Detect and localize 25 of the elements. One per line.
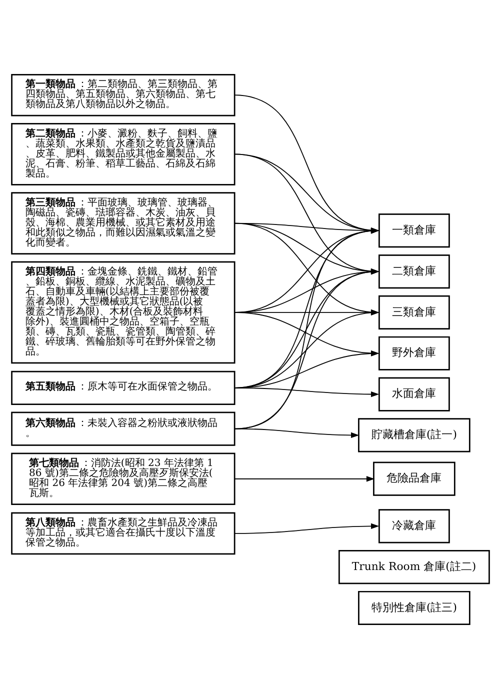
arrow: [234, 522, 380, 534]
node-box: 貯藏槽倉庫(註一): [358, 418, 470, 452]
node-box: 第一類物品：第二類物品、第三類物品、第四類物品、第五類物品、第六類物品、第七類物品及第八類物品以外之物品。: [11, 73, 236, 116]
arrow: [234, 475, 375, 482]
node-box: 冷藏倉庫: [378, 508, 450, 543]
node-box: 第六類物品：未裝入容器之粉狀或液狀物品。: [11, 411, 236, 446]
node-box: 一類倉庫: [378, 213, 450, 248]
node-box: 二類倉庫: [378, 254, 450, 288]
node-box: 危險品倉庫: [373, 461, 456, 496]
node-box: 第二類物品：小麥、澱粉、麩子、飼料、鹽、蔬菜類、水果類、水產類之乾貨及鹽漬品、皮革、肥料、鐵製品或其他金屬製品、水泥、石膏、粉筆、稻草工藝品、石綿及石綿製品。: [11, 122, 236, 185]
node-box: 水面倉庫: [378, 376, 450, 411]
node-box: Trunk Room 倉庫(註二): [338, 550, 490, 584]
node-box: 三類倉庫: [378, 294, 450, 329]
arrow: [234, 153, 380, 274]
arrow: [234, 94, 380, 233]
arrow: [234, 311, 380, 356]
node-box: 第七類物品：消防法(昭和 23 年法律第 186 號)第二條之危險物及高壓歹斯保安法(昭和 26 年法律第 204 號)第二條之高壓瓦斯。: [11, 452, 236, 504]
arrow: [234, 386, 380, 397]
node-box: 野外倉庫: [378, 336, 450, 370]
node-box: 第三類物品：平面玻璃、玻璃管、玻璃器、陶磁品、瓷磚、琺瑯容器、木炭、油灰、貝殼、海棉、農業用機械、或其它素材及用途和此類似之物品，而難以因濕氣或氣溫之變化而變者。: [11, 192, 236, 254]
node-box: 特別性倉庫(註三): [358, 590, 470, 625]
node-box: 第四類物品：金塊金條、銑鐵、鐵材、鉛管、鉛板、銅板、纜線、水泥製品、礦物及土石、自動車及車輛(以結構上主要部份被覆蓋者為限)、大型機械或其它狀態品(以被覆蓋之情形為限)、木材(合板及裝飾材料除外)、裝進圓桶中之物品、空箱子、空瓶類、磚、瓦類、瓷瓶、瓷管類、陶管類、碎鐵、碎玻璃、舊輪胎類等可在野外保管之物品。: [11, 260, 236, 364]
node-box: 第五類物品：原木等可在水面保管之物品。: [11, 370, 236, 404]
arrow: [234, 428, 360, 438]
node-box: 第八類物品：農畜水產類之生鮮品及冷凍品等加工品，或其它適合在攝氏十度以下溫度保管之物品。: [11, 512, 236, 554]
